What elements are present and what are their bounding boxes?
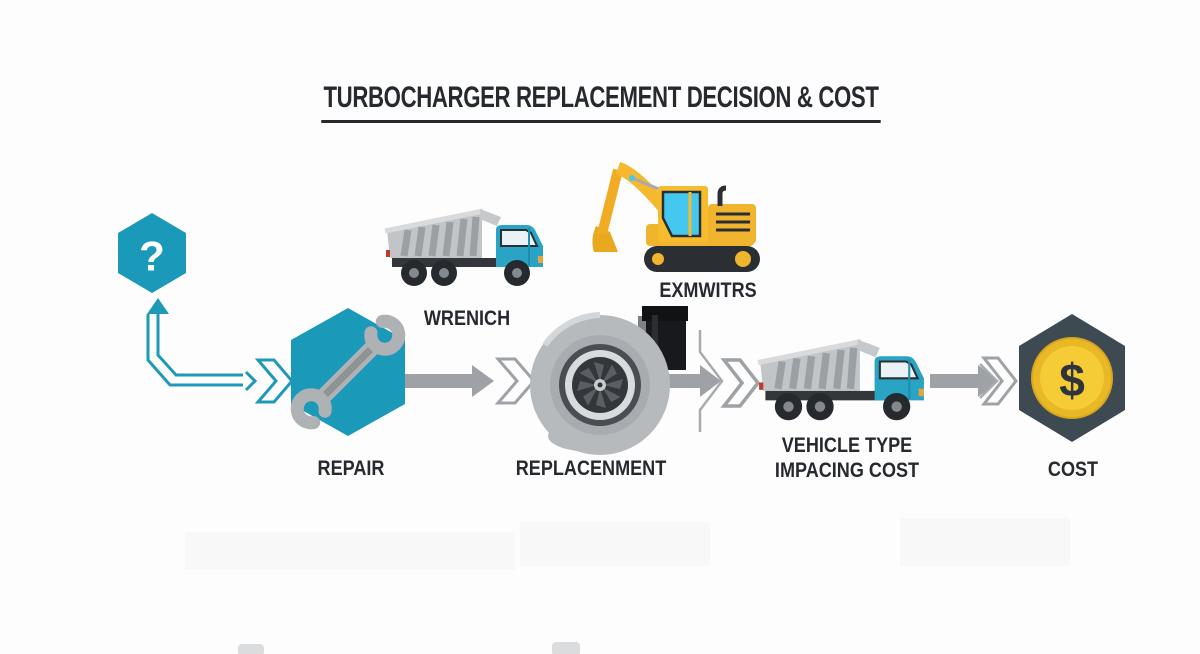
repair-hexagon-icon: [290, 308, 406, 436]
label-dump-truck-top: WRENICH: [423, 307, 511, 330]
arrow-connector-gray: [398, 357, 536, 405]
dump-truck-icon: [758, 339, 924, 420]
arrow-connector-gray: [930, 356, 1018, 406]
turbocharger-icon: [530, 306, 688, 455]
dollar-sign: $: [1059, 354, 1085, 406]
excavator-icon: [592, 161, 760, 272]
question-mark: ?: [139, 233, 165, 280]
question-hexagon-icon: ?: [118, 213, 186, 293]
faint-artifact: [238, 644, 264, 654]
label-cost: COST: [1047, 458, 1099, 481]
label-excavator: EXMWITRS: [659, 279, 757, 302]
cost-hexagon-icon: $: [1019, 314, 1125, 442]
dollar-coin-icon: $: [1031, 337, 1113, 419]
faint-artifact: [552, 642, 580, 654]
arrow-elbow-teal: [146, 298, 258, 392]
dump-truck-icon: [385, 209, 543, 286]
wrench-icon: [290, 314, 406, 430]
turbine-blades: [577, 362, 623, 408]
chevron-right-icon: [254, 358, 294, 404]
page-title: TURBOCHARGER REPLACEMENT DECISION & COST: [321, 81, 881, 123]
label-replacement: REPLACENMENT: [515, 457, 667, 480]
label-repair: REPAIR: [317, 457, 385, 480]
